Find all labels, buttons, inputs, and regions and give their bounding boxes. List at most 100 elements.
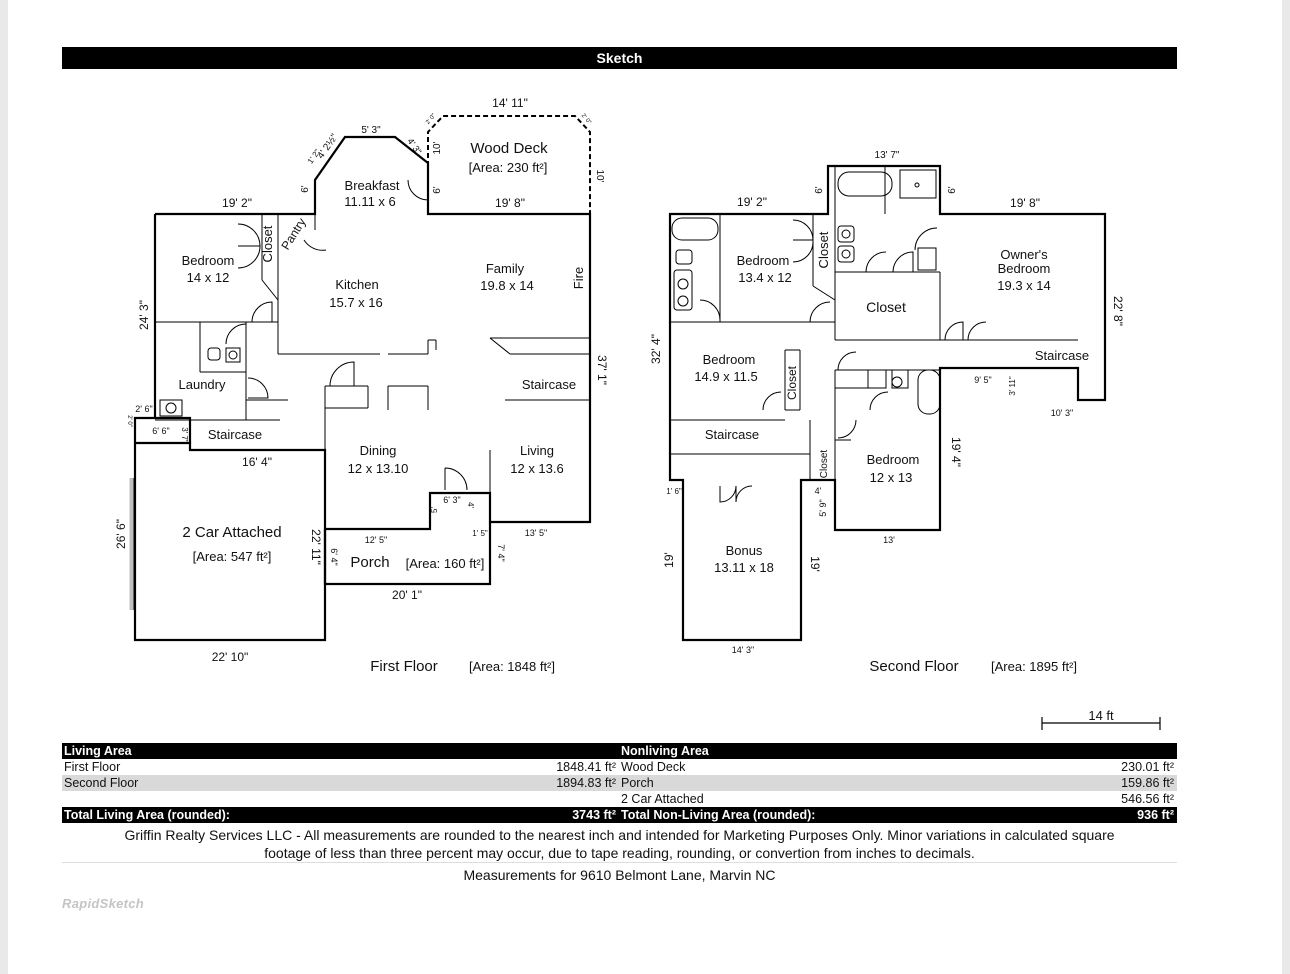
left-page-margin <box>0 0 8 974</box>
dim-entry-top: 6' 3" <box>443 495 460 505</box>
dim-ff-top-left: 19' 2" <box>222 196 252 210</box>
dim-small-c: 5' 9" <box>818 499 828 516</box>
sf-floor-title: Second Floor <box>869 658 958 675</box>
row-name: First Floor <box>64 760 121 774</box>
second-floor-outline <box>668 164 1107 642</box>
dim-ff-top-right: 19' 8" <box>495 196 525 210</box>
ff-floor-title: First Floor <box>370 658 438 675</box>
dim-deck-corner-left: 2' 0" <box>425 113 437 126</box>
sf-closet-center: Closet <box>866 299 906 315</box>
ff-pantry-label: Pantry <box>278 215 308 252</box>
sketch-title-bar: Sketch <box>62 47 1177 69</box>
dim-bath-right: 6' <box>947 186 958 194</box>
sf-owner-name-line2: Bedroom <box>998 261 1051 276</box>
rapidsketch-logo: RapidSketch <box>62 896 145 911</box>
dim-entry-left: 5' <box>430 507 439 513</box>
ff-bedroom-size: 14 x 12 <box>187 270 230 285</box>
sf-bonus-name: Bonus <box>726 543 763 558</box>
sf-bonus-size: 13.11 x 18 <box>714 560 774 575</box>
ff-dining-size: 12 x 13.10 <box>348 461 409 476</box>
sf-bedroom-a-name: Bedroom <box>737 253 790 268</box>
dim-porch-top: 12' 5" <box>365 535 387 545</box>
sf-closet-b: Closet <box>785 365 799 400</box>
dim-step-c: 3' 7" <box>180 427 189 443</box>
dim-deck-corner-right: 2' 0" <box>580 113 592 126</box>
sf-floor-area: [Area: 1895 ft²] <box>991 659 1077 674</box>
dim-ledge-a: 9' 5" <box>974 375 991 385</box>
dim-sf-top-left: 19' 2" <box>737 195 767 209</box>
dim-sf-right-side: 22' 8" <box>1111 296 1125 326</box>
dim-deck-left: 10' <box>432 141 443 154</box>
dim-living-bottom: 13' 5" <box>525 528 547 538</box>
sf-staircase-right: Staircase <box>1035 348 1089 363</box>
dim-garage-right: 22' 11" <box>309 529 323 565</box>
divider <box>62 862 1177 863</box>
total-nonliving-label: Total Non-Living Area (rounded): <box>621 808 816 822</box>
dim-entry-right: 4' <box>466 502 475 508</box>
sf-owner-name-line1: Owner's <box>1000 247 1048 262</box>
ff-garage-area: [Area: 547 ft²] <box>193 549 272 564</box>
total-living-value: 3743 ft² <box>572 808 616 822</box>
total-nonliving-value: 936 ft² <box>1137 808 1174 822</box>
sf-owner-size: 19.3 x 14 <box>997 278 1051 293</box>
dim-step-d: 2' 0" <box>126 415 132 427</box>
row-name2: Wood Deck <box>621 760 686 774</box>
row-value: 1848.41 ft² <box>556 760 616 774</box>
sf-bedroom-c-name: Bedroom <box>867 452 920 467</box>
sf-closet-a: Closet <box>816 231 831 268</box>
disclaimer-text: Griffin Realty Services LLC - All measur… <box>62 826 1177 862</box>
table-header-row: Living Area Nonliving Area <box>62 743 1177 759</box>
dim-deck-right: 10' <box>594 169 605 182</box>
area-summary-table: Living Area Nonliving Area First Floor 1… <box>62 743 1177 823</box>
dim-bonus-bottom: 14' 3" <box>732 645 754 655</box>
table-row: 2 Car Attached 546.56 ft² <box>62 791 1177 807</box>
ff-living-name: Living <box>520 443 554 458</box>
dim-bath-left: 6' <box>814 186 825 194</box>
total-living-label: Total Living Area (rounded): <box>64 808 230 822</box>
ff-porch-area: [Area: 160 ft²] <box>406 556 485 571</box>
nonliving-area-header: Nonliving Area <box>621 744 709 758</box>
sf-bedroom-c-size: 12 x 13 <box>870 470 913 485</box>
table-row: Second Floor 1894.83 ft² Porch 159.86 ft… <box>62 775 1177 791</box>
wood-deck-outline <box>427 115 591 214</box>
porch-outline <box>323 522 492 586</box>
dim-step-b: 6' 6" <box>152 426 169 436</box>
ff-garage-name: 2 Car Attached <box>182 524 281 541</box>
living-area-header: Living Area <box>64 744 132 758</box>
dim-bath-top: 13' 7" <box>875 150 900 161</box>
dim-step-a: 2' 6" <box>135 404 152 414</box>
sf-bedroom-b-name: Bedroom <box>703 352 756 367</box>
table-row: First Floor 1848.41 ft² Wood Deck 230.01… <box>62 759 1177 775</box>
ff-kitchen-name: Kitchen <box>335 277 378 292</box>
row-value2: 230.01 ft² <box>1121 760 1174 774</box>
dim-bonus-left: 19' <box>662 552 676 568</box>
dim-bay-top: 5' 3" <box>361 125 381 136</box>
dim-breakfast-right: 6' <box>432 186 443 194</box>
row-name: Second Floor <box>64 776 139 790</box>
row-value2: 159.86 ft² <box>1121 776 1174 790</box>
ff-breakfast-size: 11.11 x 6 <box>344 194 396 209</box>
dim-ledge-c: 10' 3" <box>1051 408 1073 418</box>
address-text: Measurements for 9610 Belmont Lane, Marv… <box>463 867 776 883</box>
ff-kitchen-size: 15.7 x 16 <box>329 295 383 310</box>
ff-bedroom-name: Bedroom <box>182 253 235 268</box>
right-page-margin <box>1282 0 1290 974</box>
ff-family-name: Family <box>486 261 525 276</box>
dim-bed-c-right: 19' 4" <box>949 437 963 467</box>
ff-closet-label: Closet <box>260 225 275 262</box>
ff-wood-deck-area: [Area: 230 ft²] <box>469 160 548 175</box>
ff-breakfast-name: Breakfast <box>345 178 400 193</box>
sf-bedroom-a-size: 13.4 x 12 <box>738 270 792 285</box>
disclaimer-line-2: footage of less than three percent may o… <box>264 845 975 861</box>
ff-porch-name: Porch <box>350 554 389 571</box>
dim-small-a: 1' 6" <box>666 487 682 496</box>
ff-laundry-label: Laundry <box>179 377 226 392</box>
dim-sf-left-side: 32' 4" <box>649 334 663 364</box>
disclaimer-line-1: Griffin Realty Services LLC - All measur… <box>124 827 1115 843</box>
dim-ff-left-side: 24' 3" <box>137 300 151 330</box>
row-name2: Porch <box>621 776 654 790</box>
sf-staircase-left: Staircase <box>705 427 759 442</box>
dim-entry-bottom: 1' 5" <box>472 529 488 538</box>
dim-ledge-b: 3' 11" <box>1008 376 1017 396</box>
